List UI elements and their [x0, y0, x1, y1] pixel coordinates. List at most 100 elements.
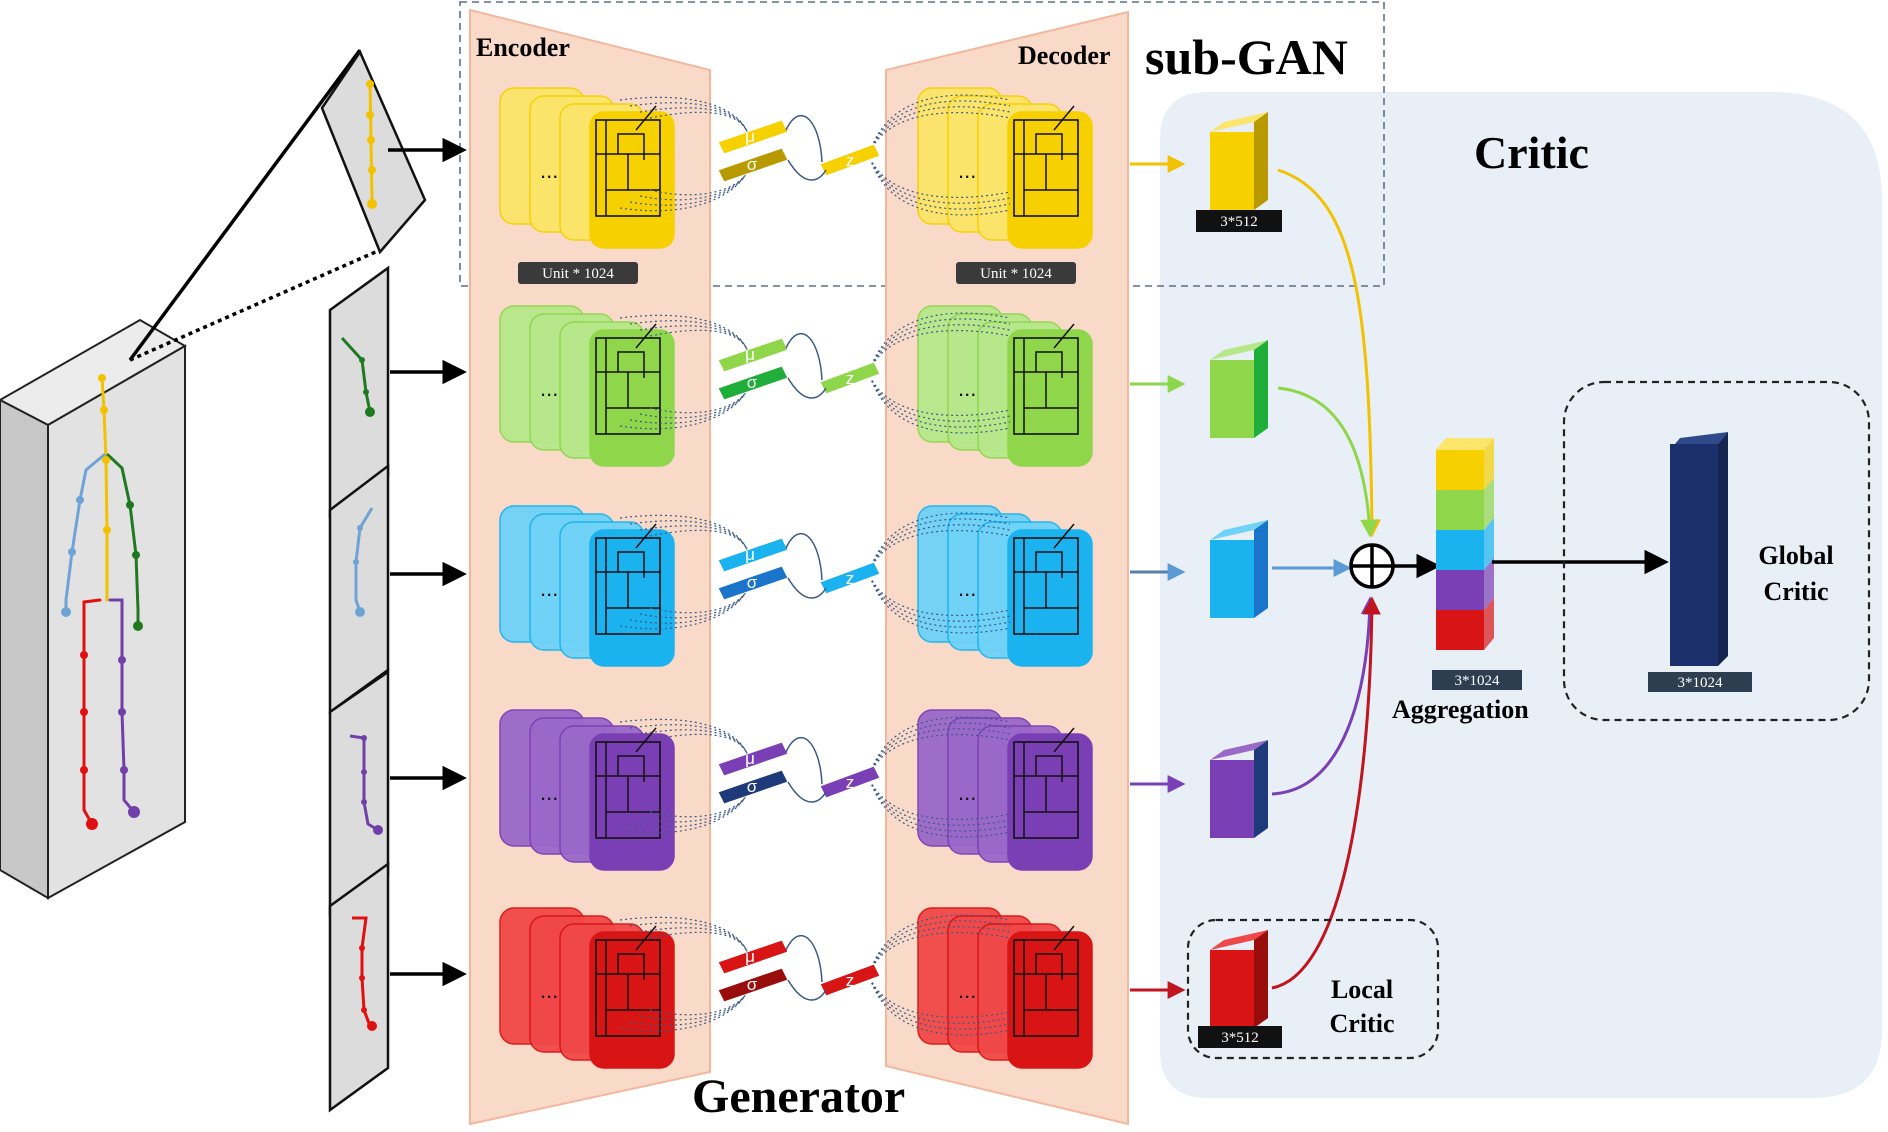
ellipsis-label: ...	[540, 376, 558, 401]
svg-text:μ: μ	[745, 749, 755, 768]
encoder-layers-purple: ...	[499, 709, 675, 871]
svg-text:z: z	[846, 773, 855, 792]
encoder-layers-yellow: ...	[499, 87, 675, 249]
ellipsis-label: ...	[540, 978, 558, 1003]
aggregation-segment	[1436, 530, 1484, 570]
decoder-layers-red: ...	[917, 907, 1093, 1069]
sigma-block-red: σ	[717, 967, 789, 1003]
svg-text:σ: σ	[747, 777, 758, 796]
branch-red: ...... μσ z	[499, 907, 1093, 1069]
z-block-red: z	[819, 963, 881, 997]
svg-text:σ: σ	[747, 975, 758, 994]
tag-global-dim: 3*1024	[1648, 672, 1752, 692]
svg-text:σ: σ	[747, 155, 758, 174]
svg-text:σ: σ	[747, 573, 758, 592]
mu-block-yellow: μ	[717, 119, 789, 155]
global-critic-box	[1562, 380, 1871, 722]
svg-text:z: z	[846, 569, 855, 588]
global-critic-label-2: Critic	[1764, 577, 1829, 606]
branch-blue: ...... μσ z	[499, 505, 1093, 667]
aggregation-segment	[1436, 610, 1484, 650]
local-critic-label-1: Local	[1331, 975, 1393, 1004]
svg-text:3*512: 3*512	[1220, 214, 1258, 230]
mu-block-green: μ	[717, 337, 789, 373]
tag-decoder-unit: Unit * 1024	[956, 262, 1076, 284]
projection-line-solid	[128, 48, 362, 362]
tag-aggregation-dim: 3*1024	[1432, 670, 1522, 690]
svg-text:μ: μ	[745, 947, 755, 966]
tag-bottom-feature: 3*512	[1198, 1026, 1282, 1048]
ellipsis-label: ...	[540, 158, 558, 183]
z-block-purple: z	[819, 765, 881, 799]
skeleton-box	[0, 318, 188, 900]
global-critic-label-1: Global	[1758, 541, 1833, 570]
aggregation-segment	[1436, 450, 1484, 490]
critic-cube-purple	[1210, 740, 1268, 838]
svg-text:3*1024: 3*1024	[1455, 673, 1501, 689]
sigma-block-purple: σ	[717, 769, 789, 805]
aggregation-label: Aggregation	[1392, 695, 1529, 724]
aggregation-plus-icon	[1349, 543, 1395, 589]
decoder-layers-blue: ...	[917, 505, 1093, 667]
svg-text:z: z	[846, 971, 855, 990]
aggregation-stack	[1436, 438, 1494, 650]
part-card-green	[328, 265, 390, 519]
sub-gan-label: sub-GAN	[1145, 29, 1348, 85]
svg-text:z: z	[846, 369, 855, 388]
part-card-red	[328, 861, 390, 1113]
z-block-yellow: z	[819, 143, 881, 177]
aggregation-segment	[1436, 570, 1484, 610]
sigma-block-yellow: σ	[717, 147, 789, 183]
svg-text:μ: μ	[745, 345, 755, 364]
branch-green: ...... μσ z	[499, 305, 1093, 467]
tag-top-feature: 3*512	[1196, 210, 1282, 232]
part-card-blue	[328, 463, 390, 715]
encoder-label: Encoder	[476, 33, 570, 62]
ellipsis-label: ...	[540, 780, 558, 805]
z-block-green: z	[819, 361, 881, 395]
encoder-layers-red: ...	[499, 907, 675, 1069]
ellipsis-label: ...	[958, 978, 976, 1003]
svg-text:μ: μ	[745, 545, 755, 564]
ellipsis-label: ...	[958, 576, 976, 601]
aggregation-segment	[1436, 490, 1484, 530]
encoder-layers-green: ...	[499, 305, 675, 467]
curve-yellow	[1277, 168, 1381, 538]
svg-text:z: z	[846, 151, 855, 170]
critic-cube-red	[1210, 930, 1268, 1028]
critic-label: Critic	[1474, 127, 1589, 178]
sigma-block-green: σ	[717, 365, 789, 401]
generator-label: Generator	[692, 1070, 905, 1123]
decoder-layers-yellow: ...	[917, 87, 1093, 249]
critic-feature-cubes	[1210, 112, 1268, 1028]
branch-yellow: ...... μσ z	[499, 87, 1093, 249]
local-critic-label-2: Critic	[1330, 1009, 1395, 1038]
mu-block-red: μ	[717, 939, 789, 975]
mu-block-purple: μ	[717, 741, 789, 777]
decoder-label: Decoder	[1018, 41, 1110, 70]
curve-red	[1271, 596, 1381, 990]
decoder-layers-purple: ...	[917, 709, 1093, 871]
ellipsis-label: ...	[540, 576, 558, 601]
critic-cube-green	[1210, 340, 1268, 438]
critic-cube-blue	[1210, 520, 1268, 618]
decoder-layers-green: ...	[917, 305, 1093, 467]
curve-purple	[1271, 596, 1379, 796]
encoder-layers-blue: ...	[499, 505, 675, 667]
svg-text:3*1024: 3*1024	[1678, 675, 1724, 691]
z-block-blue: z	[819, 561, 881, 595]
svg-text:Unit * 1024: Unit * 1024	[542, 266, 614, 282]
tag-encoder-unit: Unit * 1024	[518, 262, 638, 284]
svg-text:μ: μ	[745, 127, 755, 146]
global-critic-bar	[1670, 432, 1728, 666]
critic-cube-yellow	[1210, 112, 1268, 210]
critic-panel	[1160, 92, 1882, 1098]
projection-line-dotted	[129, 248, 381, 362]
local-critic-box	[1186, 918, 1440, 1060]
svg-text:σ: σ	[747, 373, 758, 392]
ellipsis-label: ...	[958, 158, 976, 183]
ellipsis-label: ...	[958, 780, 976, 805]
svg-text:Unit * 1024: Unit * 1024	[980, 266, 1052, 282]
